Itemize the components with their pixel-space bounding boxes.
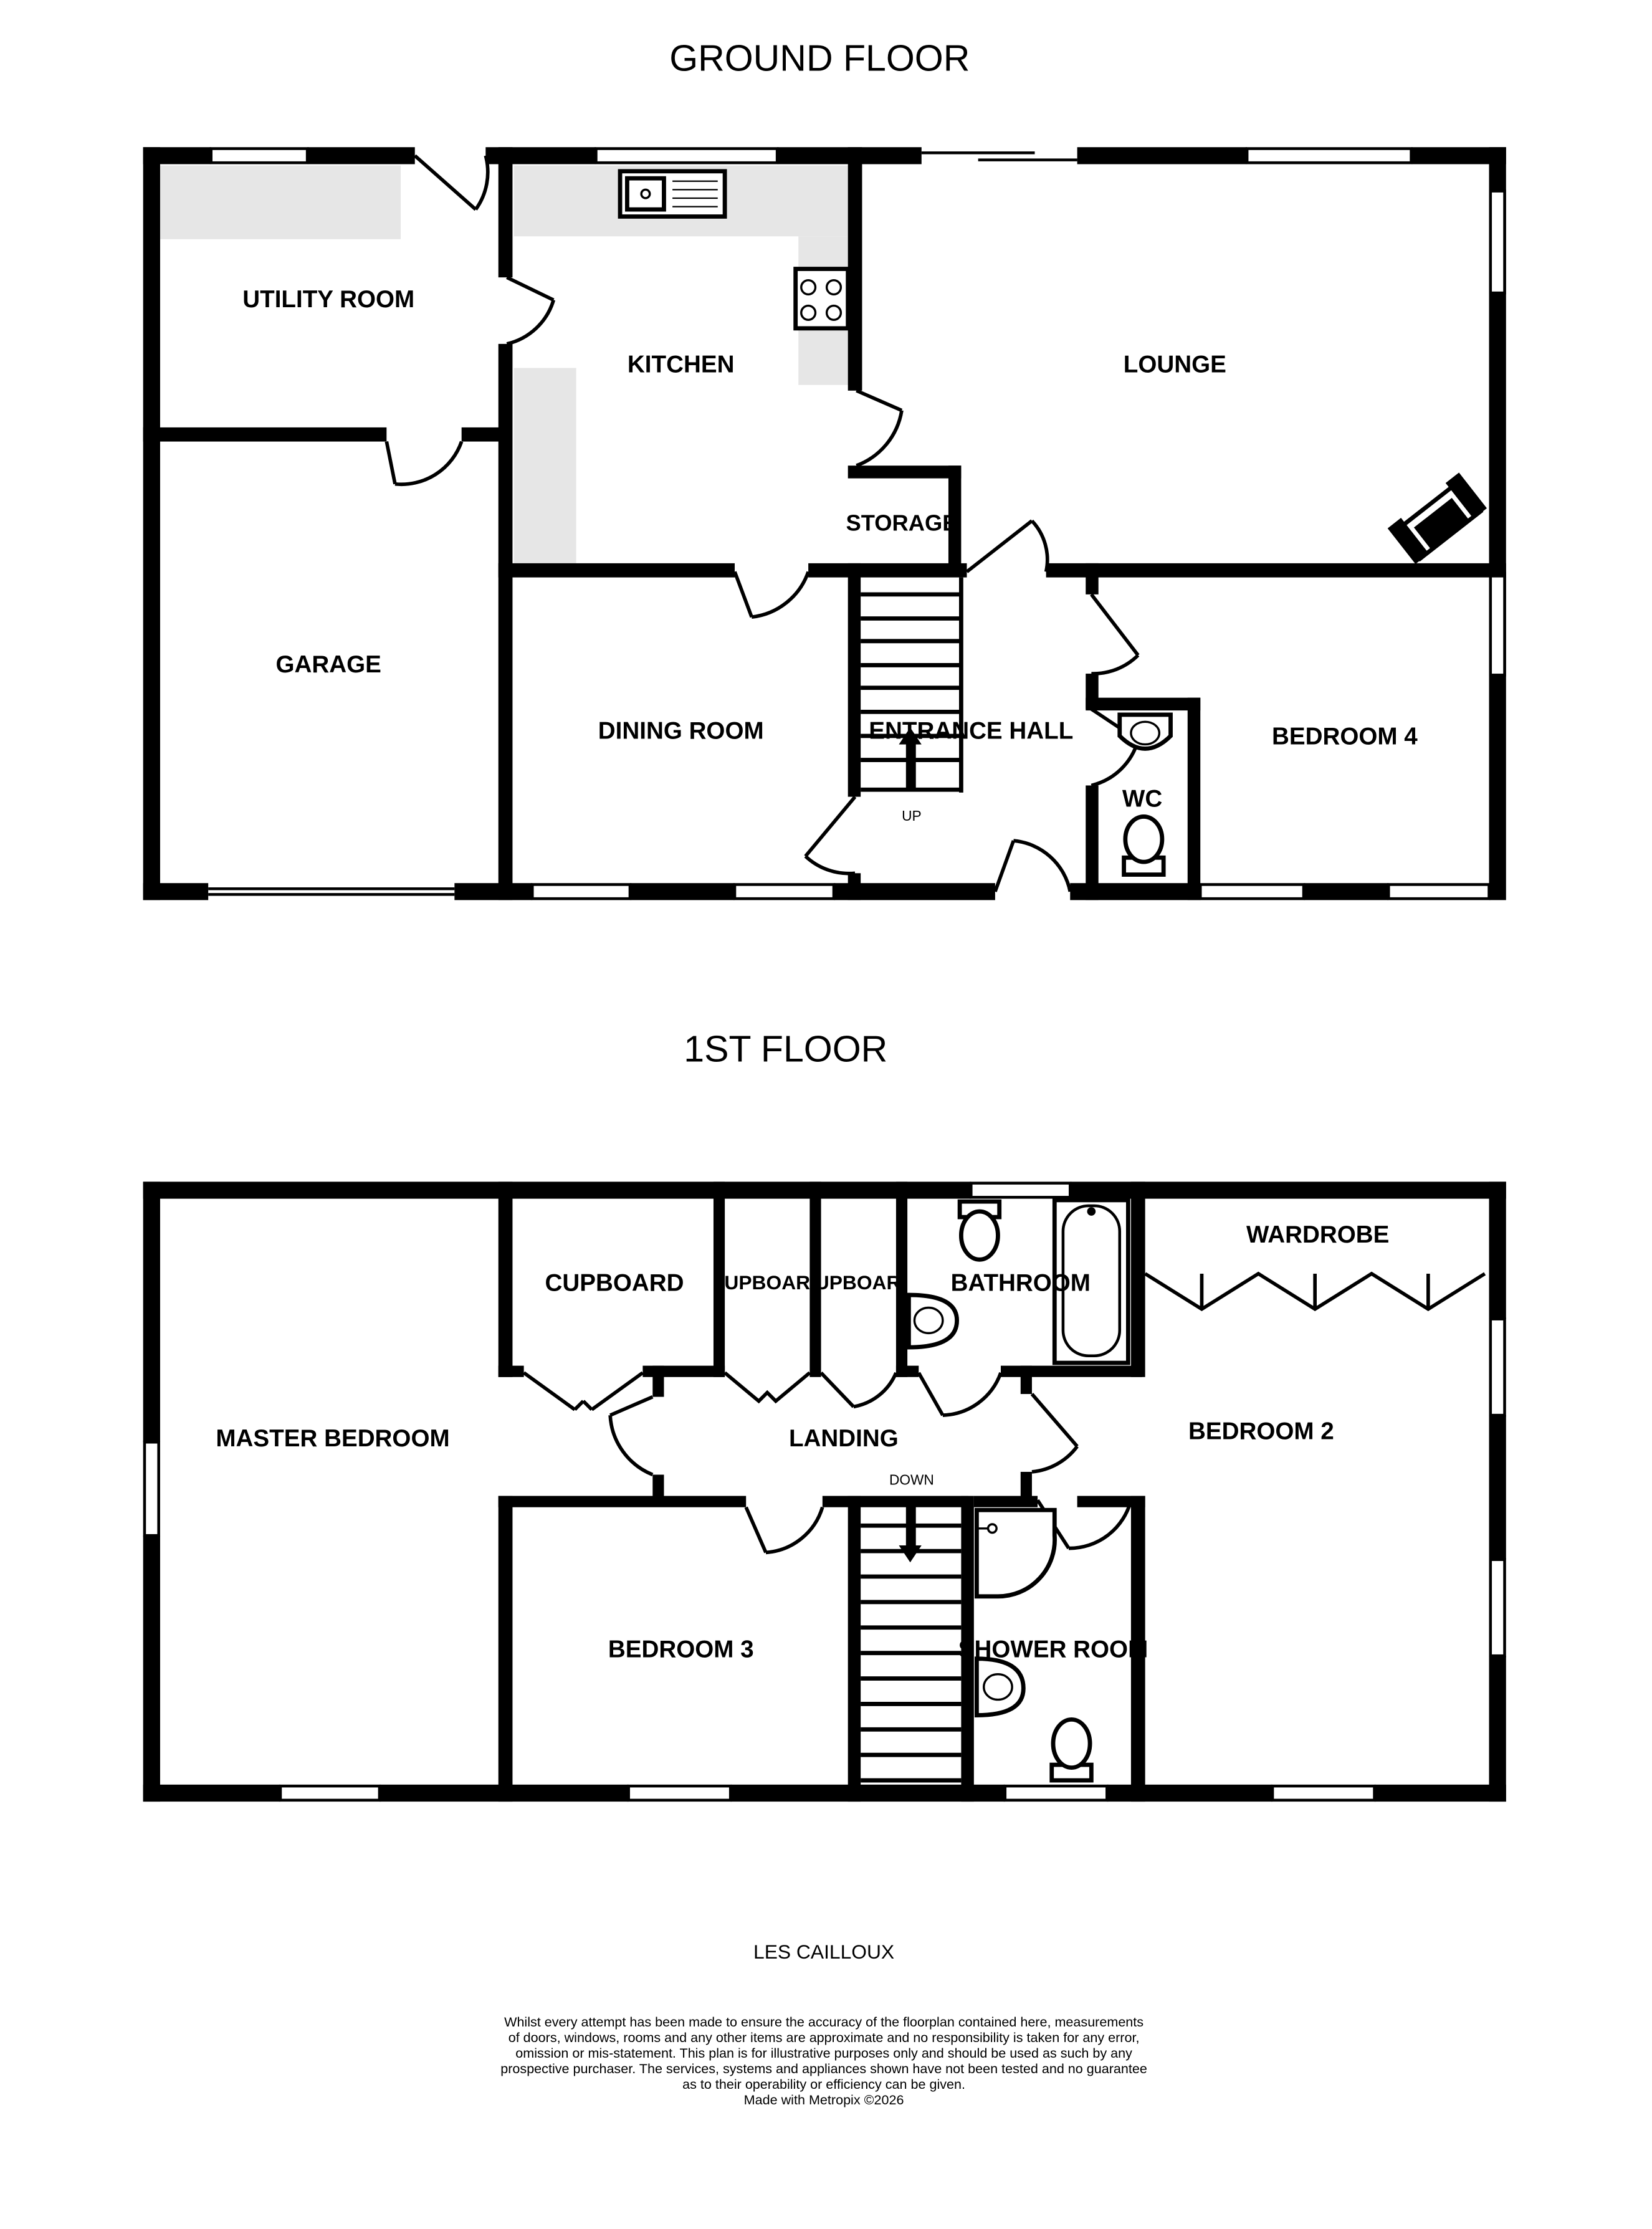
disclaimer-line-2: of doors, windows, rooms and any other i… bbox=[508, 2030, 1140, 2045]
first-exterior-walls bbox=[143, 1181, 1506, 1802]
disclaimer-line-6: Made with Metropix ©2026 bbox=[744, 2092, 904, 2107]
first-floor: 1ST FLOOR bbox=[143, 1028, 1506, 1802]
bedroom-3-label: BEDROOM 3 bbox=[608, 1636, 754, 1663]
stairs-up-label: UP bbox=[902, 808, 922, 824]
property-name: LES CAILLOUX bbox=[753, 1940, 894, 1963]
bathroom-toilet-icon bbox=[957, 1199, 1002, 1262]
utility-worktop bbox=[160, 165, 401, 239]
lounge-label: LOUNGE bbox=[1124, 351, 1226, 378]
ground-floor-title: GROUND FLOOR bbox=[669, 38, 970, 79]
first-labels: CUPBOARD CUPBOARD CUPBOARD BATHROOM WARD… bbox=[216, 1221, 1389, 1663]
first-windows bbox=[143, 1181, 1506, 1802]
cupboard-3-clip: CUPBOARD bbox=[801, 1271, 915, 1294]
shower-basin-icon bbox=[974, 1527, 1026, 1717]
disclaimer-line-4: prospective purchaser. The services, sys… bbox=[500, 2061, 1147, 2076]
first-stairs bbox=[861, 1502, 962, 1783]
bedroom-2-label: BEDROOM 2 bbox=[1188, 1418, 1334, 1445]
wc-label: WC bbox=[1122, 786, 1162, 813]
ground-labels: UTILITY ROOM KITCHEN LOUNGE STORAGE GARA… bbox=[242, 286, 1418, 824]
kitchen-label: KITCHEN bbox=[628, 351, 735, 378]
disclaimer-line-5: as to their operability or efficiency ca… bbox=[682, 2076, 965, 2092]
footer: LES CAILLOUX Whilst every attempt has be… bbox=[500, 1940, 1147, 2107]
bathroom-label: BATHROOM bbox=[951, 1269, 1091, 1296]
shower-room-label: SHOWER ROOM bbox=[958, 1636, 1148, 1663]
ground-windows bbox=[208, 147, 1506, 900]
entrance-hall-label: ENTRANCE HALL bbox=[869, 718, 1073, 745]
dining-room-label: DINING ROOM bbox=[598, 718, 764, 745]
kitchen-worktop-left bbox=[513, 368, 576, 563]
ground-fixtures bbox=[618, 169, 1487, 877]
disclaimer-line-3: omission or mis-statement. This plan is … bbox=[515, 2045, 1132, 2061]
cupboard-2-label: CUPBOARD bbox=[710, 1271, 824, 1294]
ground-stairs bbox=[861, 577, 963, 793]
garage-label: GARAGE bbox=[276, 651, 381, 678]
bedroom-4-label: BEDROOM 4 bbox=[1272, 723, 1418, 750]
shower-tray-icon bbox=[974, 1507, 1057, 1599]
storage-label: STORAGE bbox=[846, 510, 958, 536]
bathroom-basin-icon bbox=[906, 1292, 959, 1350]
wc-basin-icon bbox=[1117, 712, 1173, 751]
cupboard-3-label: CUPBOARD bbox=[801, 1271, 915, 1294]
cupboard-2-clip: CUPBOARD bbox=[710, 1271, 824, 1294]
cupboard-1-label: CUPBOARD bbox=[545, 1269, 684, 1296]
master-bedroom-label: MASTER BEDROOM bbox=[216, 1425, 449, 1452]
first-interior-walls bbox=[498, 1181, 1145, 1802]
wardrobe-label: WARDROBE bbox=[1246, 1221, 1389, 1248]
bath-icon bbox=[1052, 1198, 1130, 1365]
first-doors bbox=[522, 1371, 1133, 1555]
hob-icon bbox=[793, 267, 851, 331]
utility-room-label: UTILITY ROOM bbox=[242, 286, 414, 313]
toilet-icon bbox=[1122, 814, 1166, 877]
stairs-down-label: DOWN bbox=[889, 1471, 934, 1487]
disclaimer-line-1: Whilst every attempt has been made to en… bbox=[504, 2014, 1144, 2030]
landing-label: LANDING bbox=[789, 1425, 899, 1452]
ground-interior-walls bbox=[143, 147, 1506, 900]
first-floor-title: 1ST FLOOR bbox=[684, 1028, 887, 1069]
fireplace-icon bbox=[1387, 472, 1487, 565]
ground-floor: GROUND FLOOR bbox=[143, 38, 1506, 900]
first-fixtures bbox=[861, 1198, 1130, 1783]
shower-toilet-icon bbox=[1049, 1717, 1094, 1783]
